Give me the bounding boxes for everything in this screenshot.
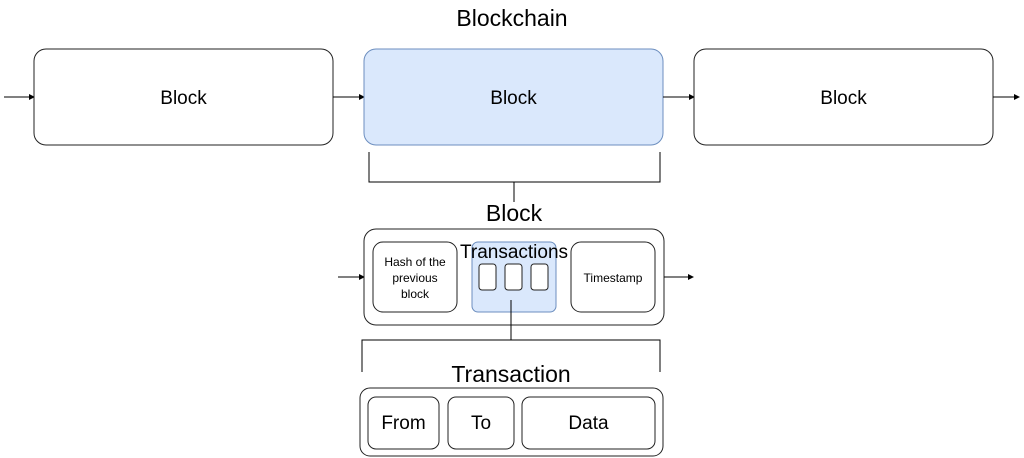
hash-label-line-3: block	[401, 287, 430, 301]
chain-block-3: Block	[693, 48, 994, 146]
hash-of-previous-block-box: Hash of the previous block	[372, 241, 458, 313]
data-field: Data	[521, 396, 656, 450]
from-label: From	[381, 413, 425, 434]
chain-block-2-highlighted: Block	[363, 48, 664, 146]
hash-label-line-1: Hash of the	[384, 255, 446, 269]
transactions-label: Transactions	[460, 242, 568, 263]
block-title: Block	[486, 200, 543, 226]
transaction-item-1	[478, 263, 497, 291]
transaction-item-3	[530, 263, 549, 291]
chain-block-3-label: Block	[820, 88, 867, 109]
blockchain-title: Blockchain	[456, 5, 567, 31]
to-field: To	[447, 396, 515, 450]
chain-block-1-label: Block	[160, 88, 207, 109]
data-label: Data	[568, 413, 609, 434]
from-field: From	[367, 396, 440, 450]
to-label: To	[471, 413, 491, 434]
timestamp-label: Timestamp	[584, 271, 643, 285]
timestamp-box: Timestamp	[570, 241, 656, 313]
transaction-zoom-brace	[361, 300, 661, 372]
transactions-box-highlighted	[471, 241, 557, 313]
chain-block-1: Block	[33, 48, 334, 146]
transaction-item-2	[504, 263, 523, 291]
chain-block-2-label: Block	[490, 88, 537, 109]
hash-label-line-2: previous	[392, 271, 437, 285]
transaction-title: Transaction	[451, 361, 570, 387]
block-zoom-brace	[368, 152, 661, 202]
